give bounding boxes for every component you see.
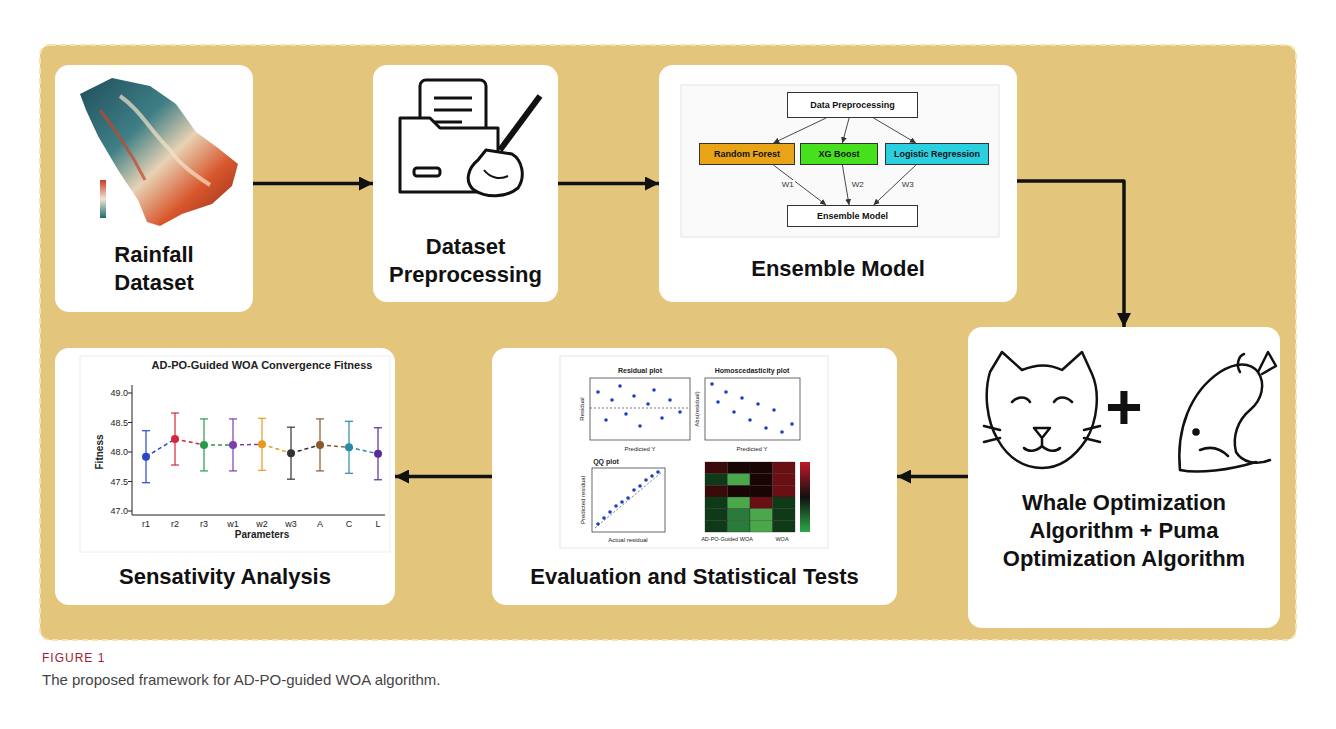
weight-label: W1 (781, 180, 795, 190)
box-label: Random Forest (714, 149, 780, 160)
card-title: Dataset Preprocessing (381, 233, 551, 289)
flow-arrow (874, 165, 916, 205)
model-box: XG Boost (800, 143, 878, 165)
chart-label: WOA (775, 536, 788, 544)
puma-icon (984, 352, 1100, 468)
weight-label: W3 (901, 180, 915, 190)
chart-label: 48.5 (110, 417, 128, 428)
chart-label: L (375, 519, 380, 530)
flow-arrow (897, 475, 968, 479)
flow-arrow (874, 118, 916, 143)
optimizer-card: + Whale Optimization Algorithm + Puma Opt… (968, 327, 1280, 628)
flow-arrow (558, 182, 659, 186)
ensemble-card: Ensemble Model Data PreprocessingRandom F… (659, 65, 1017, 302)
chart-label: Abs(residual) (693, 391, 701, 426)
chart-label: FIGURE 1 (42, 651, 105, 665)
chart-label: Residual (578, 397, 586, 420)
card-title: Evaluation and Statistical Tests (505, 563, 885, 591)
flow-arrow (773, 165, 826, 205)
chart-label: 49.0 (110, 388, 128, 399)
model-box: Random Forest (699, 143, 795, 165)
preprocessing-icon (400, 80, 540, 196)
card-title: Ensemble Model (678, 255, 998, 283)
ensemble-panel (681, 85, 999, 237)
card-title: Sensativity Analysis (65, 563, 385, 591)
chart-label: A (317, 519, 323, 530)
preprocessing-card: Dataset Preprocessing (373, 65, 558, 302)
evaluation-plots (560, 356, 828, 548)
chart-label: Residual plot (618, 366, 662, 375)
box-label: Ensemble Model (817, 211, 888, 222)
chart-label: w1 (227, 519, 239, 530)
weight-label: W2 (851, 180, 865, 190)
box-label: Logistic Regression (894, 149, 980, 160)
chart-label: r2 (171, 519, 179, 530)
chart-label: QQ plot (593, 457, 619, 466)
flow-arrow (253, 182, 373, 186)
chart-label: AD-PO-Guided WOA (701, 536, 753, 544)
chart-label: w3 (285, 519, 297, 530)
plus-symbol: + (1094, 377, 1154, 437)
box-label: Data Preprocessing (810, 100, 895, 111)
outer-panel (40, 45, 1296, 640)
chart-label: C (346, 519, 353, 530)
process-box: Data Preprocessing (787, 92, 918, 118)
chart-label: 47.5 (110, 476, 128, 487)
chart-label: Predicted Y (737, 445, 768, 453)
chart-label: Predicted Y (625, 445, 656, 453)
dataset-card: Rainfall Dataset (55, 65, 253, 312)
card-title: Whale Optimization Algorithm + Puma Opti… (999, 489, 1249, 573)
chart-label: Predicted residual (579, 476, 587, 524)
sensitivity-chart (80, 356, 390, 552)
process-box: Ensemble Model (787, 205, 918, 227)
cards (55, 65, 1280, 628)
rainfall-map (80, 78, 238, 226)
flow-arrow (395, 475, 492, 479)
flow-arrow (842, 165, 849, 205)
box-label: XG Boost (818, 149, 859, 160)
evaluation-card: Evaluation and Statistical Tests (492, 348, 897, 605)
chart-label: Homoscedasticity plot (715, 366, 790, 375)
chart-label: 48.0 (110, 447, 128, 458)
whale-icon (1179, 352, 1276, 472)
chart-label: AD-PO-Guided WOA Convergence Fitness (152, 359, 373, 372)
chart-label: w2 (256, 519, 268, 530)
figure-caption: The proposed framework for AD-PO-guided … (42, 671, 441, 689)
flow-arrow (773, 118, 826, 143)
flow-arrow (842, 118, 849, 143)
chart-label: 47.0 (110, 506, 128, 517)
chart-label: r1 (142, 519, 150, 530)
chart-label: r3 (200, 519, 208, 530)
chart-label: Fitness (94, 434, 106, 469)
card-title: Rainfall Dataset (84, 241, 224, 297)
chart-label: Parameters (235, 529, 289, 541)
chart-label: Actual residual (608, 536, 647, 544)
model-box: Logistic Regression (885, 143, 989, 165)
sensitivity-card: Sensativity Analysis (55, 348, 395, 605)
flow-arrow (1017, 181, 1124, 327)
